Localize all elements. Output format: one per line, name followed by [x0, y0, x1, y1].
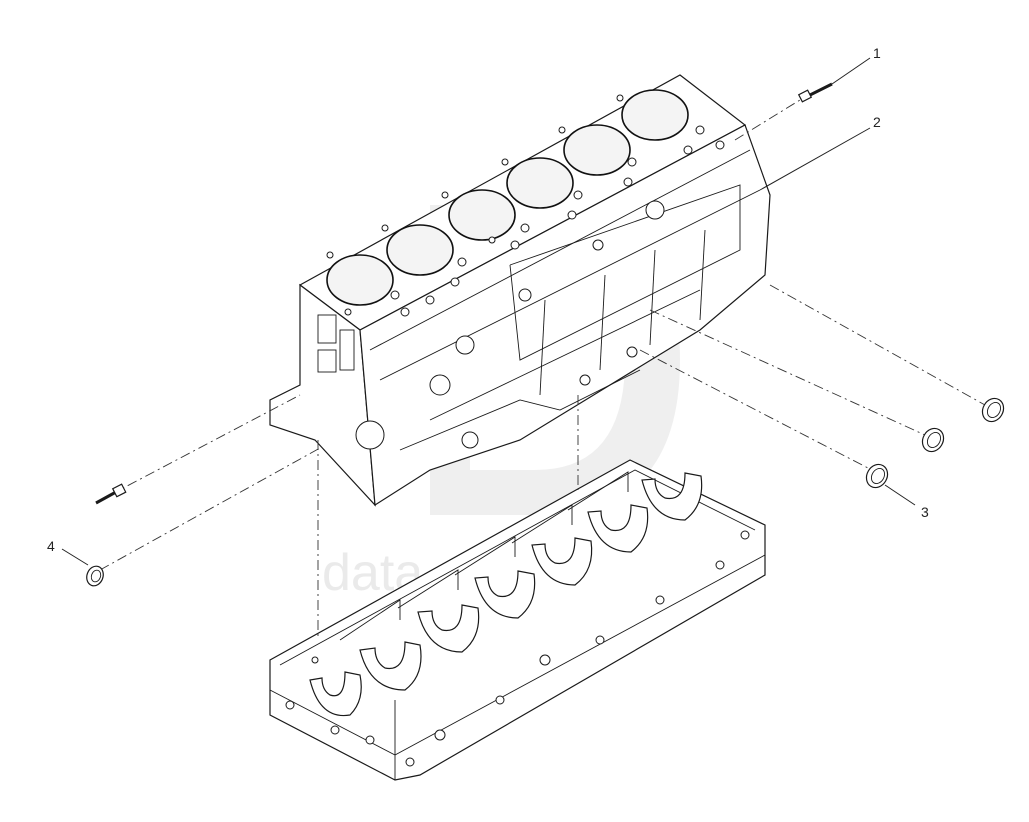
engine-block [269, 74, 771, 507]
plug-right-1 [981, 397, 1005, 423]
plug-right-2 [921, 427, 945, 453]
bolt-upper [797, 82, 833, 103]
callout-4: 4 [47, 538, 55, 554]
alignment-lines [99, 99, 986, 640]
bedplate [269, 459, 766, 781]
callout-3: 3 [921, 504, 929, 520]
callout-2: 2 [873, 114, 881, 130]
plug-right-3 [865, 463, 889, 489]
callout-1: 1 [873, 45, 881, 61]
leader-lines [61, 57, 916, 566]
bolt-left [95, 483, 127, 505]
plug-left [86, 565, 104, 587]
